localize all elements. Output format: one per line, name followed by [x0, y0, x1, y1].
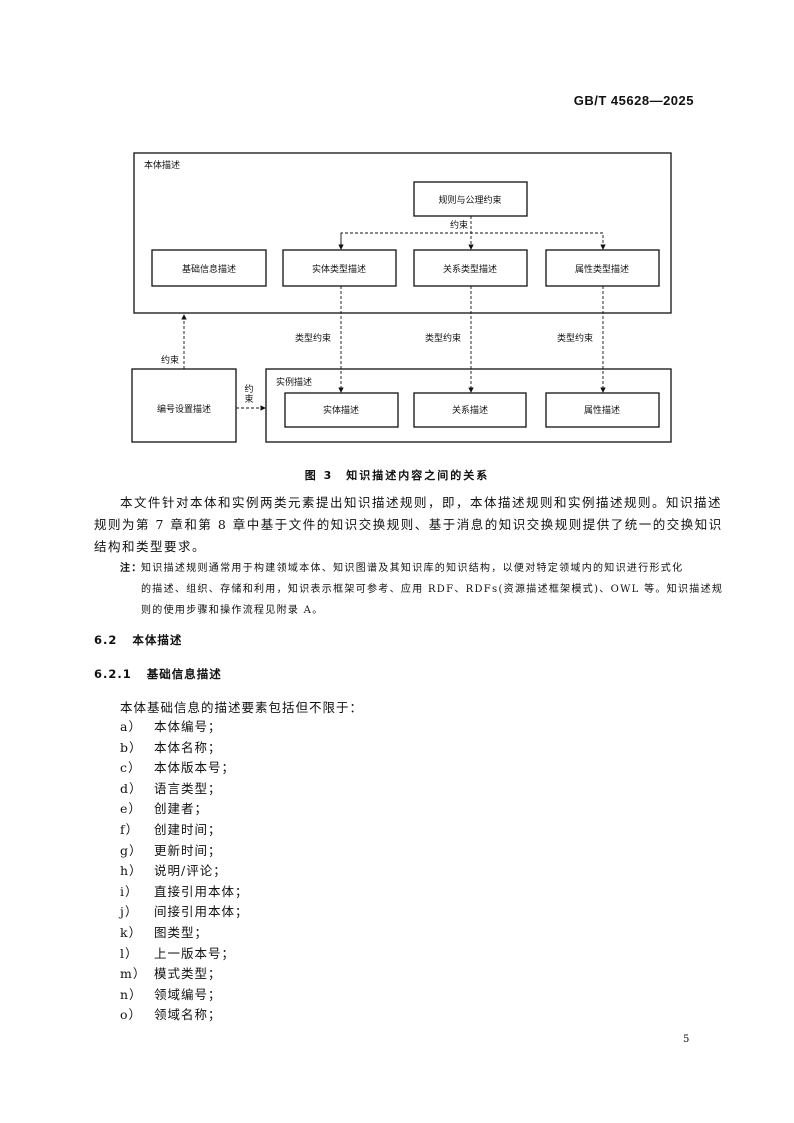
ontology-title: 本体描述 [144, 159, 180, 171]
list-text: 本体名称； [154, 739, 222, 755]
paragraph-line: 规则为第 7 章和第 8 章中基于文件的知识交换规则、基于消息的知识交换规则提供… [94, 517, 723, 532]
list-text: 领域编号； [154, 986, 222, 1002]
rules-label: 规则与公理约束 [438, 194, 501, 206]
list-item: m） 模式类型； [120, 963, 222, 982]
section-title: 基础信息描述 [146, 667, 222, 681]
section-number: 6.2.1 [94, 667, 132, 681]
section-6-2: 6.2 本体描述 [94, 632, 182, 648]
relation-box [413, 392, 527, 428]
list-item: g） 更新时间； [120, 840, 222, 859]
list-text: 间接引用本体； [154, 904, 249, 920]
box-label: 关系描述 [452, 404, 488, 416]
note-label: 注： [120, 563, 143, 574]
list-text: 直接引用本体； [154, 883, 249, 899]
side-constraint-label: 束 [244, 394, 253, 405]
list-item: c） 本体版本号； [120, 757, 235, 776]
list-item: k） 图类型； [120, 922, 208, 941]
attribute-type-box [545, 249, 660, 287]
section-title: 本体描述 [132, 633, 183, 647]
list-marker: e） [120, 801, 142, 817]
list-item: d） 语言类型； [120, 778, 222, 797]
type-constraint-label: 类型约束 [295, 332, 331, 344]
list-marker: l） [120, 945, 139, 961]
numbering-label: 编号设置描述 [157, 403, 211, 415]
list-text: 图类型； [154, 925, 209, 940]
box-label: 关系类型描述 [443, 263, 497, 275]
list-text: 创建时间； [154, 822, 222, 837]
list-marker: d） [120, 780, 143, 796]
paragraph-line: 本文件针对本体和实例两类元素提出知识描述规则，即，本体描述规则和实例描述规则。知… [120, 495, 723, 510]
note-line: 则的使用步骤和操作流程见附录 A。 [141, 605, 324, 616]
entity-type-box [282, 249, 397, 287]
list-text: 更新时间； [154, 842, 222, 858]
note-line: 知识描述规则通常用于构建领域本体、知识图谱及其知识库的知识结构，以便对特定领域内… [141, 563, 684, 574]
box-label: 实体类型描述 [312, 263, 366, 275]
list-text: 语言类型； [154, 780, 222, 796]
list-marker: g） [120, 842, 143, 858]
rules-box [413, 181, 528, 217]
figure-caption: 图 3 知识描述内容之间的关系 [304, 469, 490, 482]
list-item: n） 领域编号； [120, 984, 222, 1003]
list-text: 领域名称； [154, 1007, 222, 1023]
list-text: 创建者； [154, 801, 209, 817]
list-marker: f） [120, 822, 140, 837]
ontology-container [133, 152, 672, 314]
entity-box [284, 392, 399, 428]
instance-title: 实例描述 [276, 376, 312, 388]
side-constraint-label: 约 [244, 383, 253, 395]
type-constraint-label: 类型约束 [425, 332, 461, 344]
list-marker: b） [120, 739, 143, 755]
up-constraint-label: 约束 [161, 354, 179, 366]
note-line: 的描述、组织、存储和利用，知识表示框架可参考、应用 RDF、RDFs(资源描述框… [141, 584, 724, 595]
list-item: f） 创建时间； [120, 819, 222, 838]
list-item: e） 创建者； [120, 798, 208, 817]
list-marker: n） [120, 986, 143, 1002]
box-label: 属性类型描述 [575, 263, 629, 275]
list-marker: k） [120, 925, 143, 940]
basic-info-box [151, 249, 267, 287]
list-marker: c） [120, 760, 142, 776]
list-text: 本体版本号； [154, 760, 236, 776]
list-marker: i） [120, 883, 139, 899]
list-item: i） 直接引用本体； [120, 881, 249, 900]
standard-number: GB/T 45628—2025 [573, 93, 694, 108]
list-text: 说明/评论； [154, 863, 227, 879]
box-label: 属性描述 [584, 404, 620, 416]
list-marker: j） [120, 904, 139, 920]
paragraph-line: 结构和类型要求。 [94, 539, 207, 554]
list-item: j） 间接引用本体； [120, 901, 249, 920]
list-item: l） 上一版本号； [120, 943, 235, 962]
list-item: o） 领域名称； [120, 1004, 222, 1023]
rules-constraint-label: 约束 [450, 219, 468, 231]
relationship-diagram: 本体描述 规则与公理约束 约束 基础信息描述 实体类型描述 关系类型描述 属性类… [131, 152, 672, 443]
list-marker: a） [120, 719, 142, 734]
attribute-box [545, 392, 660, 428]
section-6-2-1: 6.2.1 基础信息描述 [94, 666, 222, 682]
box-label: 基础信息描述 [182, 263, 236, 275]
list-text: 上一版本号； [154, 945, 236, 961]
list-text: 本体编号； [154, 719, 222, 734]
list-marker: h） [120, 863, 143, 879]
list-marker: o） [120, 1007, 143, 1023]
intro-text: 本体基础信息的描述要素包括但不限于： [120, 700, 364, 715]
box-label: 实体描述 [323, 404, 359, 416]
list-text: 模式类型； [154, 966, 222, 982]
type-constraint-label: 类型约束 [557, 332, 593, 344]
list-item: h） 说明/评论； [120, 860, 227, 879]
instance-container [265, 368, 672, 443]
list-item: b） 本体名称； [120, 737, 222, 756]
list-item: a） 本体编号； [120, 716, 222, 735]
section-number: 6.2 [94, 633, 118, 647]
page-number: 5 [683, 1034, 690, 1045]
list-marker: m） [120, 966, 147, 982]
relation-type-box [413, 249, 528, 287]
